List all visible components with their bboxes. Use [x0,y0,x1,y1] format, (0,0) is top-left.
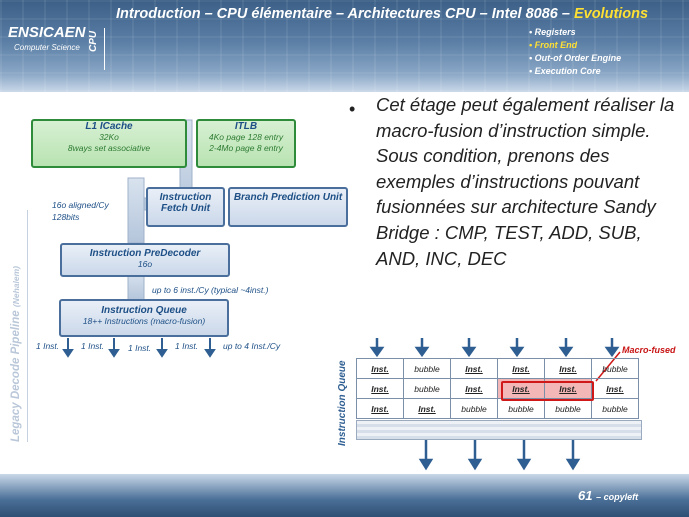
table-cell: Inst. [356,378,404,399]
bullet-dot: • [349,99,356,119]
queue-throughput-note: up to 4 Inst./Cy [223,341,281,351]
page-number: 61 – copyleft [578,488,638,503]
page-number-value: 61 [578,488,593,503]
brand-subtitle: Computer Science [14,43,80,52]
table-cell: bubble [450,398,498,419]
footer-band [0,474,689,517]
l1-icache-box: L1 ICache 32Ko 8ways set associative [31,119,187,168]
queue-table-label: Instruction Queue [337,360,348,446]
table-cell: Inst. [591,378,639,399]
instruction-queue-title: Instruction Queue [101,305,187,316]
predecoder-title: Instruction PreDecoder [89,248,201,259]
branch-prediction-box: Branch Prediction Unit [228,187,348,227]
fetch-unit-title: Instruction Fetch Unit [159,192,212,214]
pipeline-flow-arrow-lower [127,177,145,244]
table-cell: Inst. [450,358,498,379]
title-highlight: Evolutions [573,6,649,22]
legacy-decode-label: Legacy Decode Pipeline (Nehalem) [10,212,22,442]
table-row: Inst. Inst. bubble bubble bubble bubble [356,398,639,419]
instruction-queue-box: Instruction Queue 18++ Instructions (mac… [59,299,229,337]
bullet-text: Cet étage peut également réaliser la mac… [376,94,675,269]
macro-fused-label: Macro-fused [622,345,676,355]
l1-icache-title: L1 ICache [85,121,133,132]
predecoder-sub: 16o [137,259,153,269]
section-menu: Registers Front End Out-of Order Engine … [529,26,622,78]
menu-item-ooo-engine[interactable]: Out-of Order Engine [529,52,622,65]
inst-label-2: 1 Inst. [81,341,105,351]
itlb-line1: 4Ko page 128 entry [208,132,284,142]
pipeline-divider [27,210,28,442]
page-suffix: – copyleft [596,492,639,502]
table-cell: bubble [497,398,545,419]
menu-item-front-end[interactable]: Front End [529,39,621,52]
itlb-line2: 2-4Mo page 8 entry [209,143,283,153]
table-cell: bubble [544,398,592,419]
menu-item-registers[interactable]: Registers [529,26,621,39]
inst-label-4: 1 Inst. [175,341,199,351]
itlb-title: ITLB [234,121,258,132]
table-cell: Inst. [356,358,404,379]
title-main: Introduction – CPU élémentaire – Archite… [116,6,574,22]
table-cell: Inst. [403,398,451,419]
slide-title: Introduction – CPU élémentaire – Archite… [116,6,648,22]
fused-cell: Inst. [497,378,545,399]
fused-cell: Inst. [544,378,592,399]
legacy-decode-title: Legacy Decode Pipeline [10,310,22,442]
instruction-queue-sub: 18++ Instructions (macro-fusion) [82,316,206,326]
menu-item-execution-core[interactable]: Execution Core [529,65,621,78]
table-cell: bubble [403,378,451,399]
bits-note: 128bits [52,212,80,222]
table-cell: bubble [591,398,639,419]
fetch-unit-box: Instruction Fetch Unit [146,187,225,227]
macro-fused-highlight [501,381,594,401]
inst-label-1: 1 Inst. [36,341,60,351]
queue-tail-slots [356,420,642,440]
table-cell: Inst. [544,358,592,379]
table-row: Inst. bubble Inst. Inst. Inst. bubble [356,358,639,379]
inst-label-3: 1 Inst. [128,343,152,353]
branch-prediction-title: Branch Prediction Unit [233,192,343,203]
table-cell: bubble [403,358,451,379]
l1-icache-size: 32Ko [99,132,119,142]
table-cell: bubble [591,358,639,379]
table-row: Inst. bubble Inst. Inst. Inst. Inst. [356,378,639,399]
brand-logo: ENSICAEN [8,24,86,41]
cpu-divider [104,28,105,70]
table-cell: Inst. [356,398,404,419]
l1-icache-assoc: 8ways set associative [67,143,151,153]
predecoder-note: up to 6 inst./Cy (typical ~4inst.) [152,285,269,295]
legacy-decode-sub: (Nehalem) [11,266,21,308]
aligned-note: 16o aligned/Cy [52,200,109,210]
predecoder-box: Instruction PreDecoder 16o [60,243,230,277]
instruction-queue-table: Inst. bubble Inst. Inst. Inst. bubble In… [356,358,639,419]
table-cell: Inst. [450,378,498,399]
table-cell: Inst. [497,358,545,379]
itlb-box: ITLB 4Ko page 128 entry 2-4Mo page 8 ent… [196,119,296,168]
